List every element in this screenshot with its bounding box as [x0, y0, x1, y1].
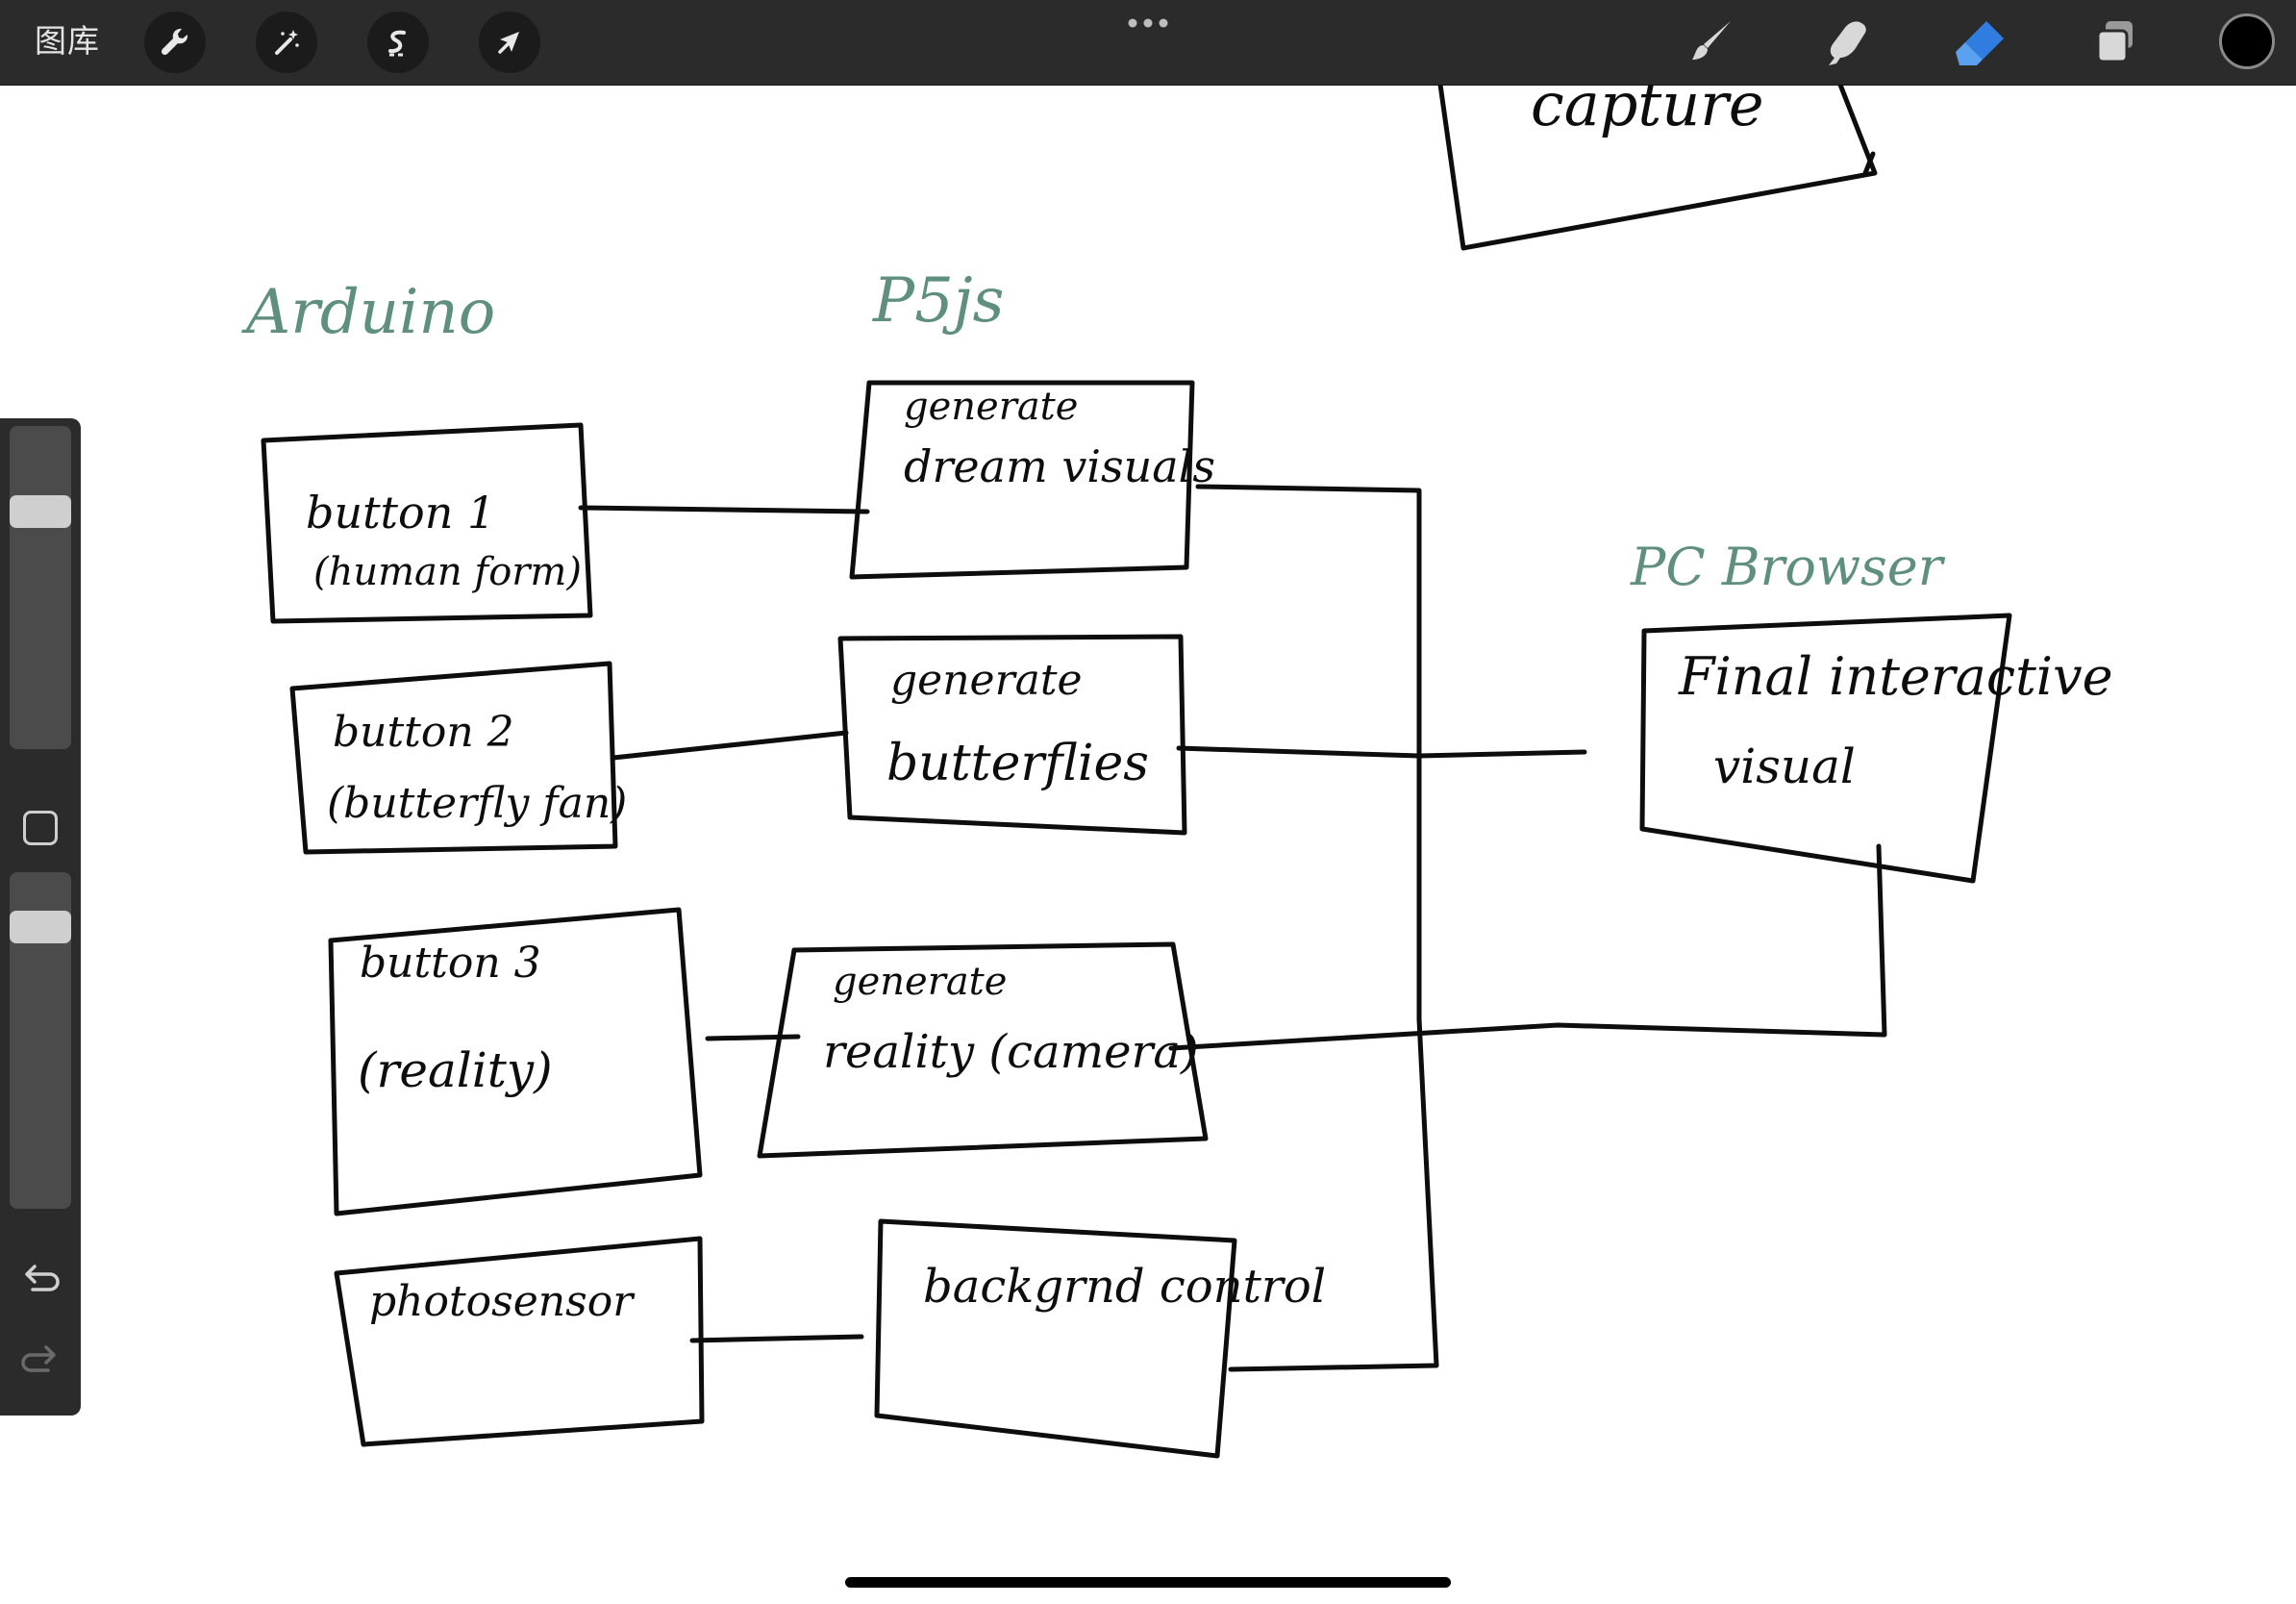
modify-button[interactable]	[23, 811, 58, 845]
browser-box-outline	[1639, 613, 2012, 884]
brush-button[interactable]	[1683, 13, 1740, 71]
p5-box-2-outline	[837, 634, 1187, 836]
p5-box-3-line1: generate	[833, 960, 1008, 1004]
browser-box-line2: visual	[1713, 739, 1856, 794]
wrench-icon	[161, 28, 188, 56]
arduino-box-4-outline	[334, 1236, 705, 1447]
adjustments-button[interactable]	[256, 12, 317, 73]
layers-button[interactable]	[2086, 13, 2144, 71]
transform-button[interactable]	[479, 12, 540, 73]
capture-box-outline	[1437, 85, 1878, 251]
arduino-box-3-line2: (reality)	[358, 1042, 553, 1098]
heading-pc-browser: PC Browser	[1631, 537, 1943, 597]
brush-size-slider[interactable]	[10, 426, 71, 749]
p5-box-1-line1: generate	[904, 385, 1079, 429]
home-indicator[interactable]	[845, 1577, 1451, 1588]
browser-box-line1: Final interactive	[1679, 646, 2113, 707]
eraser-icon	[1956, 21, 2004, 65]
drawing-canvas[interactable]: Arduino P5js PC Browser capture button 1…	[0, 69, 2296, 1604]
p5-box-2-line2: butterflies	[886, 735, 1149, 792]
redo-icon[interactable]	[21, 1343, 60, 1378]
arduino-box-1-line2: (human form)	[313, 550, 582, 594]
p5-box-3-line2: reality (camera)	[823, 1025, 1199, 1079]
arrow-cursor-icon	[498, 32, 519, 54]
gallery-button[interactable]: 图库	[35, 22, 100, 60]
p5-box-2-line1: generate	[890, 656, 1083, 705]
arduino-box-2-line2: (butterfly fan)	[327, 779, 628, 828]
arduino-box-1-line1: button 1	[306, 487, 496, 539]
p5-box-4-outline	[874, 1218, 1237, 1459]
smudge-button[interactable]	[1817, 13, 1875, 71]
sketch-lines	[261, 85, 2012, 1459]
arduino-box-2-outline	[289, 661, 618, 855]
ellipsis-icon[interactable]	[1125, 15, 1171, 31]
heading-arduino: Arduino	[246, 277, 496, 348]
p5-box-4-line1: backgrnd control	[923, 1260, 1327, 1314]
color-picker-button[interactable]	[2219, 13, 2275, 69]
smudge-finger-icon	[1829, 21, 1866, 65]
undo-icon[interactable]	[21, 1263, 60, 1297]
left-sidebar	[0, 418, 81, 1416]
capture-label: capture	[1531, 69, 1764, 139]
p5-box-1-line2: dream visuals	[904, 440, 1215, 492]
p5-box-3-outline	[757, 941, 1209, 1159]
arduino-box-3-outline	[328, 907, 703, 1216]
opacity-thumb[interactable]	[10, 911, 71, 943]
arduino-box-1-outline	[261, 422, 593, 624]
heading-p5js: P5js	[873, 265, 1005, 337]
eraser-button[interactable]	[1952, 13, 2009, 71]
arduino-box-2-line1: button 2	[333, 708, 514, 757]
magic-wand-icon	[275, 30, 299, 55]
layers-icon	[2096, 21, 2133, 63]
arduino-box-3-line1: button 3	[360, 939, 541, 988]
arduino-box-4-line1: photosensor	[369, 1277, 634, 1326]
top-toolbar: 图库	[0, 0, 2296, 85]
brush-size-thumb[interactable]	[10, 495, 71, 528]
brush-icon	[1692, 21, 1731, 60]
actions-button[interactable]	[144, 12, 206, 73]
selection-button[interactable]	[367, 12, 429, 73]
selection-s-icon	[388, 30, 406, 57]
